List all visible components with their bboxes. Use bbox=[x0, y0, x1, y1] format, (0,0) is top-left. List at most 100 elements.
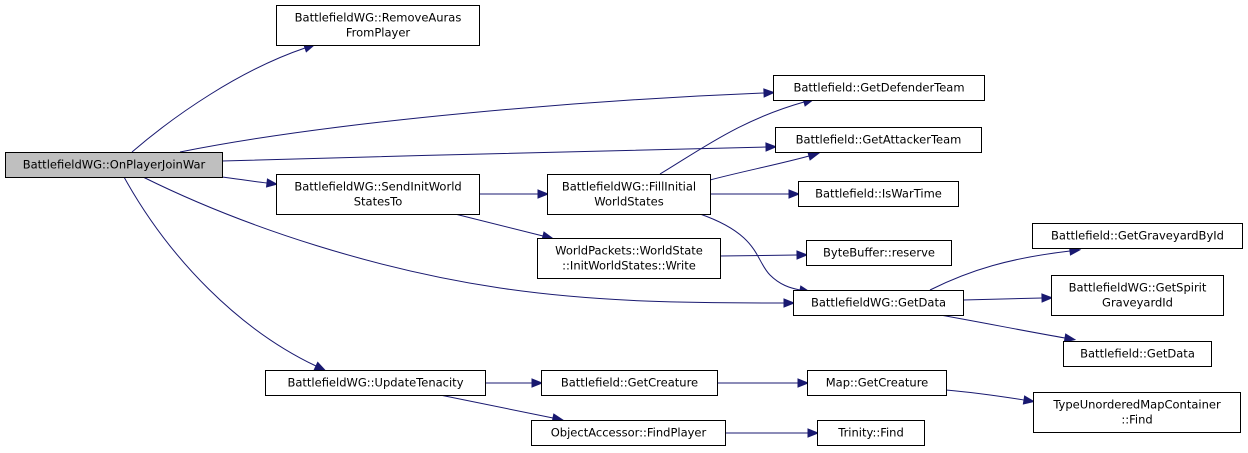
node-onplayerjoinwar[interactable]: BattlefieldWG::OnPlayerJoinWar bbox=[5, 152, 223, 178]
node-findplayer[interactable]: ObjectAccessor::FindPlayer bbox=[531, 420, 726, 446]
edge-fillinitialworldstates-to-iswartime bbox=[710, 189, 801, 199]
node-getattackerteam[interactable]: Battlefield::GetAttackerTeam bbox=[775, 127, 982, 153]
edge-line bbox=[962, 297, 1043, 301]
node-typeunorderedmapcontainerfind[interactable]: TypeUnorderedMapContainer::Find bbox=[1033, 392, 1241, 433]
edge-line bbox=[939, 314, 1066, 339]
node-box[interactable] bbox=[265, 370, 486, 396]
node-label: BattlefieldWG::GetSpirit bbox=[1069, 281, 1207, 295]
edge-onplayerjoinwar-to-removeaurasfromplayer bbox=[131, 43, 316, 153]
node-mapgetcreature[interactable]: Map::GetCreature bbox=[807, 370, 947, 396]
node-box[interactable] bbox=[775, 127, 982, 153]
node-bfgetdata[interactable]: Battlefield::GetData bbox=[1063, 341, 1212, 367]
edge-line bbox=[929, 250, 1071, 291]
edge-wggetdata-to-getspiritgraveyardid bbox=[962, 293, 1054, 303]
arrowhead-icon bbox=[537, 189, 550, 199]
node-wggetdata[interactable]: BattlefieldWG::GetData bbox=[793, 290, 964, 316]
edge-bfgetcreature-to-mapgetcreature bbox=[717, 378, 810, 388]
node-box[interactable] bbox=[1033, 392, 1241, 433]
node-box[interactable] bbox=[1032, 223, 1243, 249]
arrowhead-icon bbox=[1063, 333, 1077, 343]
node-iswartime[interactable]: Battlefield::IsWarTime bbox=[798, 181, 959, 207]
edges-layer bbox=[123, 43, 1082, 438]
edge-findplayer-to-trinityfind bbox=[725, 428, 820, 438]
node-box[interactable] bbox=[531, 420, 726, 446]
node-box[interactable] bbox=[806, 240, 952, 266]
edge-line bbox=[142, 176, 785, 304]
node-label: BattlefieldWG::OnPlayerJoinWar bbox=[23, 158, 206, 172]
nodes-layer: BattlefieldWG::OnPlayerJoinWarBattlefiel… bbox=[5, 5, 1243, 446]
edge-sendinitworldstatesto-to-fillinitialworldstates bbox=[479, 189, 550, 199]
node-label: Battlefield::GetAttackerTeam bbox=[796, 133, 962, 147]
edge-onplayerjoinwar-to-updatetenacity bbox=[123, 176, 327, 371]
edge-line bbox=[945, 389, 1025, 401]
node-box[interactable] bbox=[537, 238, 721, 279]
arrowhead-icon bbox=[313, 361, 327, 371]
node-box[interactable] bbox=[793, 290, 964, 316]
arrowhead-icon bbox=[796, 250, 809, 260]
edge-updatetenacity-to-bfgetcreature bbox=[485, 378, 544, 388]
edge-line bbox=[659, 101, 805, 175]
edge-line bbox=[179, 92, 765, 153]
node-box[interactable] bbox=[276, 174, 480, 215]
node-initworldstateswrite[interactable]: WorldPackets::WorldState::InitWorldState… bbox=[537, 238, 721, 279]
node-box[interactable] bbox=[798, 181, 959, 207]
node-getdefenderteam[interactable]: Battlefield::GetDefenderTeam bbox=[773, 75, 985, 101]
edge-line bbox=[131, 47, 306, 153]
node-label: GraveyardId bbox=[1102, 296, 1173, 310]
node-label: BattlefieldWG::UpdateTenacity bbox=[287, 376, 463, 390]
edge-line bbox=[454, 213, 544, 237]
node-bytebufferreserve[interactable]: ByteBuffer::reserve bbox=[806, 240, 952, 266]
node-label: WorldPackets::WorldState bbox=[555, 244, 703, 258]
arrowhead-icon bbox=[807, 428, 820, 438]
node-label: Battlefield::GetCreature bbox=[561, 376, 698, 390]
node-box[interactable] bbox=[541, 370, 718, 396]
node-bfgetcreature[interactable]: Battlefield::GetCreature bbox=[541, 370, 718, 396]
node-label: Battlefield::GetDefenderTeam bbox=[793, 81, 964, 95]
node-label: BattlefieldWG::GetData bbox=[811, 296, 946, 310]
node-label: WorldStates bbox=[594, 195, 663, 209]
node-label: BattlefieldWG::SendInitWorld bbox=[294, 180, 461, 194]
edge-onplayerjoinwar-to-sendinitworldstatesto bbox=[221, 176, 279, 188]
edge-fillinitialworldstates-to-getattackerteam bbox=[709, 151, 820, 181]
arrowhead-icon bbox=[765, 142, 778, 152]
node-box[interactable] bbox=[1051, 275, 1224, 316]
node-label: Battlefield::IsWarTime bbox=[815, 187, 942, 201]
node-getgraveyardbyid[interactable]: Battlefield::GetGraveyardById bbox=[1032, 223, 1243, 249]
node-trinityfind[interactable]: Trinity::Find bbox=[817, 420, 925, 446]
edge-line bbox=[221, 176, 268, 184]
node-label: Map::GetCreature bbox=[826, 376, 929, 390]
arrowhead-icon bbox=[797, 378, 810, 388]
edge-onplayerjoinwar-to-getattackerteam bbox=[221, 142, 778, 162]
node-label: Trinity::Find bbox=[837, 426, 904, 440]
arrowhead-icon bbox=[763, 88, 776, 98]
edge-line bbox=[719, 254, 798, 257]
node-box[interactable] bbox=[5, 152, 223, 178]
node-label: Battlefield::GetGraveyardById bbox=[1051, 229, 1224, 243]
node-box[interactable] bbox=[547, 174, 711, 215]
node-label: FromPlayer bbox=[346, 26, 411, 40]
node-box[interactable] bbox=[807, 370, 947, 396]
edge-onplayerjoinwar-to-wggetdata bbox=[142, 176, 796, 308]
node-box[interactable] bbox=[276, 5, 480, 46]
node-label: ::InitWorldStates::Write bbox=[562, 259, 696, 273]
arrowhead-icon bbox=[1022, 395, 1036, 405]
node-box[interactable] bbox=[773, 75, 985, 101]
arrowhead-icon bbox=[265, 178, 279, 188]
edge-line bbox=[709, 155, 810, 181]
edge-mapgetcreature-to-typeunorderedmapcontainerfind bbox=[945, 389, 1036, 405]
node-box[interactable] bbox=[817, 420, 925, 446]
edge-wggetdata-to-bfgetdata bbox=[939, 314, 1077, 343]
edge-sendinitworldstatesto-to-initworldstateswrite bbox=[454, 213, 555, 241]
arrowhead-icon bbox=[807, 151, 820, 161]
node-updatetenacity[interactable]: BattlefieldWG::UpdateTenacity bbox=[265, 370, 486, 396]
edge-updatetenacity-to-findplayer bbox=[439, 394, 565, 423]
node-box[interactable] bbox=[1063, 341, 1212, 367]
arrowhead-icon bbox=[783, 298, 796, 308]
node-label: BattlefieldWG::RemoveAuras bbox=[295, 11, 462, 25]
edge-line bbox=[439, 394, 554, 419]
